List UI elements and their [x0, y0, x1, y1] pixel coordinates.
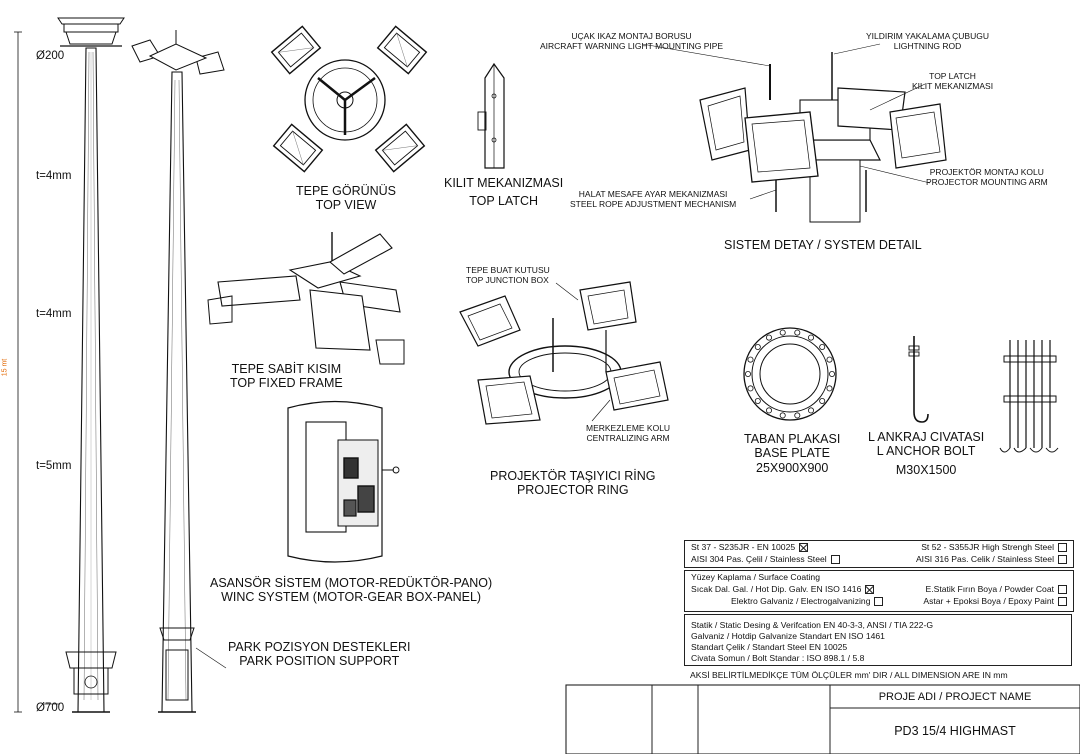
- label-winch-system: ASANSÖR SİSTEM (MOTOR-REDÜKTÖR-PANO)WINC…: [210, 576, 493, 605]
- material-aisi316: AISI 316 Pas. Celik / Stainless Steel: [916, 554, 1067, 565]
- bolt-hole: [819, 343, 826, 350]
- bolt-hole: [808, 334, 815, 341]
- base-plate-bolt-holes: [745, 329, 836, 419]
- standard-static: Statik / Static Desing & Verifcation EN …: [691, 619, 934, 630]
- dim-height: 15 mt: [1, 358, 9, 377]
- checkbox-electro[interactable]: [874, 597, 884, 607]
- project-name-value: PD3 15/4 HIGHMAST: [894, 724, 1016, 738]
- projector-ring-drawing: [459, 281, 669, 425]
- material-st52: St 52 - S355JR High Strengh Steel: [921, 542, 1067, 553]
- bolt-hole: [779, 412, 786, 419]
- bolt-hole: [826, 356, 833, 363]
- bolt-hole: [794, 329, 801, 336]
- checkbox-st37[interactable]: [799, 543, 809, 553]
- dim-top-diameter: Ø200: [36, 50, 65, 62]
- coating-hot-dip: Sıcak Dal. Gal. / Hot Dip. Galv. EN ISO …: [691, 584, 875, 595]
- winch-panel-drawing: [287, 400, 400, 563]
- standards-box: Statik / Static Desing & Verifcation EN …: [684, 614, 1072, 666]
- standard-bolt: Civata Somun / Bolt Standar : ISO 898.1 …: [691, 652, 865, 663]
- materials-row-2: AISI 304 Pas. Çelil / Stainless Steel AI…: [685, 553, 1073, 565]
- anchor-bolt-drawing: [908, 336, 929, 423]
- anchor-cage-drawing: [999, 340, 1059, 453]
- dim-thickness-1: t=4mm: [36, 170, 72, 182]
- system-detail-drawing: [641, 43, 947, 223]
- materials-box: St 37 - S235JR - EN 10025 St 52 - S355JR…: [684, 540, 1074, 568]
- checkbox-powder[interactable]: [1058, 585, 1067, 595]
- coating-box: Yüzey Kaplama / Surface Coating Sıcak Da…: [684, 570, 1074, 612]
- label-system-detail: SISTEM DETAY / SYSTEM DETAIL: [724, 238, 922, 252]
- checkbox-st52[interactable]: [1058, 543, 1067, 553]
- top-view-drawing: [270, 25, 428, 173]
- bolt-hole: [766, 334, 773, 341]
- bolt-hole: [819, 397, 826, 404]
- top-latch-drawing: [477, 62, 505, 169]
- bolt-hole: [754, 343, 761, 350]
- bolt-hole: [754, 397, 761, 404]
- bolt-hole: [766, 407, 773, 414]
- materials-row-1: St 37 - S235JR - EN 10025 St 52 - S355JR…: [685, 541, 1073, 553]
- dim-thickness-3: t=5mm: [36, 460, 72, 472]
- coating-epoxy: Astar + Epoksi Boya / Epoxy Paint: [923, 596, 1067, 607]
- dimension-note: AKSİ BELİRTİLMEDİKÇE TÜM ÖLÇÜLER mm' DIR…: [690, 670, 1008, 680]
- material-aisi304: AISI 304 Pas. Çelil / Stainless Steel: [691, 554, 840, 565]
- bolt-hole: [747, 356, 754, 363]
- mast-front-view: [14, 17, 125, 713]
- top-fixed-frame-drawing: [207, 232, 405, 365]
- coating-title: Yüzey Kaplama / Surface Coating: [691, 572, 820, 582]
- bolt-hole: [808, 407, 815, 414]
- standard-steel: Standart Çelik / Standart Steel EN 10025: [691, 641, 848, 652]
- checkbox-epoxy[interactable]: [1058, 597, 1067, 607]
- bolt-hole: [745, 370, 752, 377]
- bolt-hole: [779, 329, 786, 336]
- standard-galvanize: Galvaniz / Hotdip Galvanize Standart EN …: [691, 630, 885, 641]
- coating-electro: Elektro Galvaniz / Electrogalvanizing: [691, 596, 884, 607]
- bolt-hole: [826, 385, 833, 392]
- title-block-grid: [565, 684, 1080, 754]
- coating-row-2: Elektro Galvaniz / Electrogalvanizing As…: [685, 595, 1073, 607]
- checkbox-aisi316[interactable]: [1058, 555, 1067, 565]
- base-plate-drawing: [743, 327, 837, 421]
- dim-bottom-diameter: Ø700: [36, 702, 65, 714]
- coating-row-1: Sıcak Dal. Gal. / Hot Dip. Galv. EN ISO …: [685, 583, 1073, 595]
- bolt-hole: [829, 370, 836, 377]
- dim-thickness-2: t=4mm: [36, 308, 72, 320]
- checkbox-aisi304[interactable]: [830, 555, 840, 565]
- bolt-hole: [747, 385, 754, 392]
- bolt-hole: [794, 412, 801, 419]
- material-st37: St 37 - S235JR - EN 10025: [691, 542, 809, 553]
- checkbox-hot-dip[interactable]: [865, 585, 875, 595]
- project-name-label: PROJE ADI / PROJECT NAME: [878, 690, 1032, 703]
- coating-powder: E.Statik Fırın Boya / Powder Coat: [926, 584, 1067, 595]
- mast-side-view: [131, 30, 227, 713]
